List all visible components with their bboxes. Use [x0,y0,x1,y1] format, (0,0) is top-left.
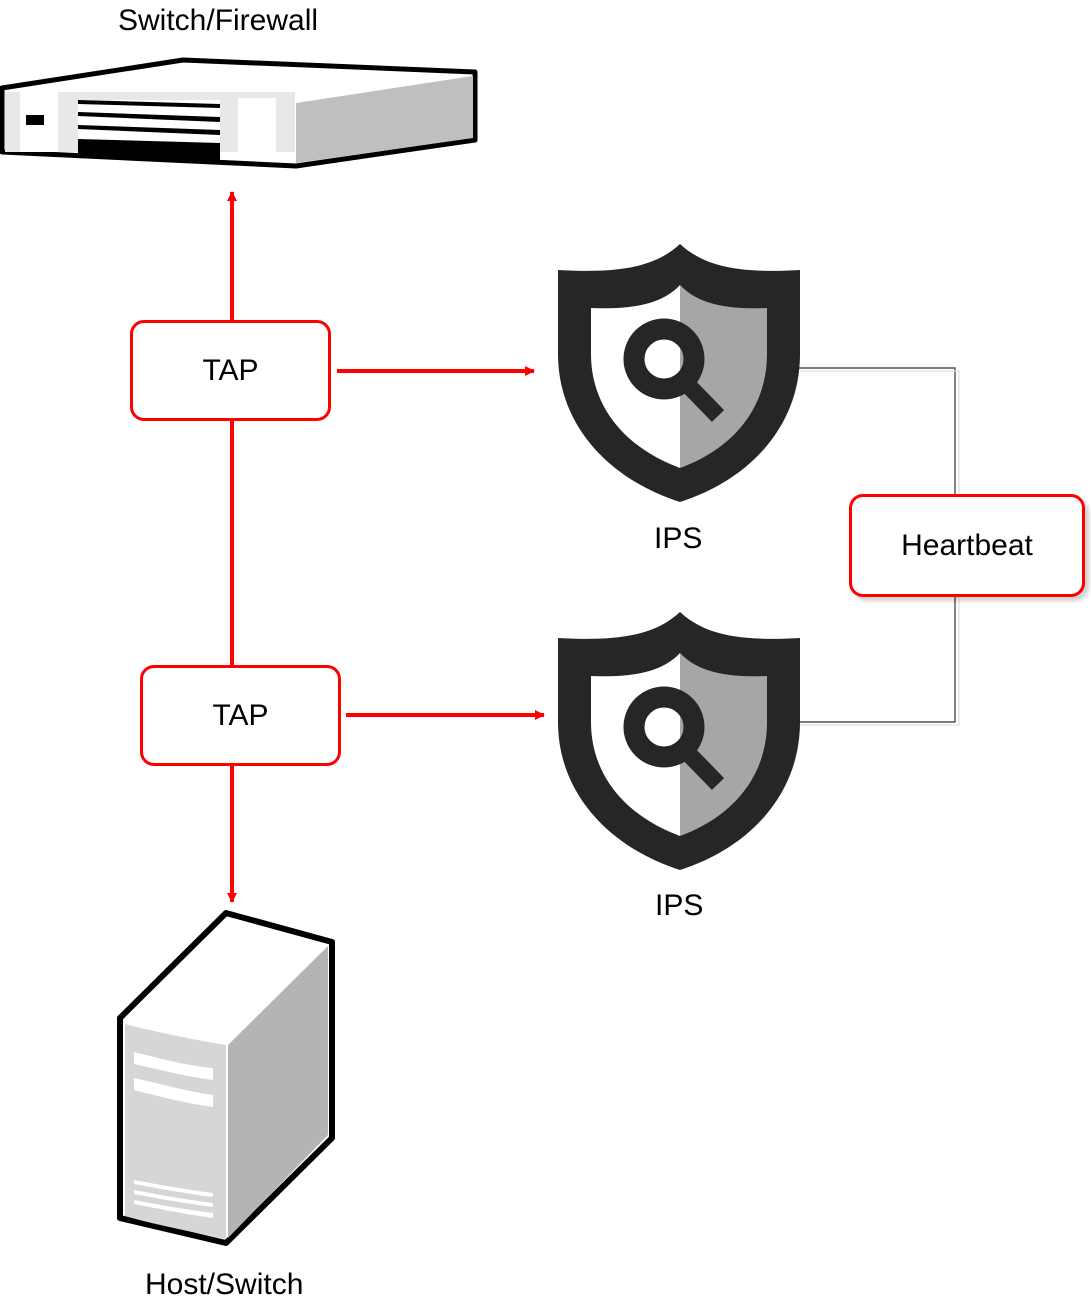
tap-box-top[interactable]: TAP [130,320,331,421]
ips-shield-icon-top[interactable] [558,244,800,502]
tap-box-bottom[interactable]: TAP [140,665,341,766]
host-switch-label: Host/Switch [145,1268,304,1301]
switch-firewall-label: Switch/Firewall [118,4,319,37]
heartbeat-box[interactable]: Heartbeat [849,494,1085,597]
ips-shield-icon-bottom[interactable] [558,612,800,870]
ips-label-top: IPS [654,522,703,555]
ips-label-bottom: IPS [655,889,704,922]
host-server-icon[interactable] [117,910,335,1246]
switch-firewall-icon[interactable] [0,57,478,169]
